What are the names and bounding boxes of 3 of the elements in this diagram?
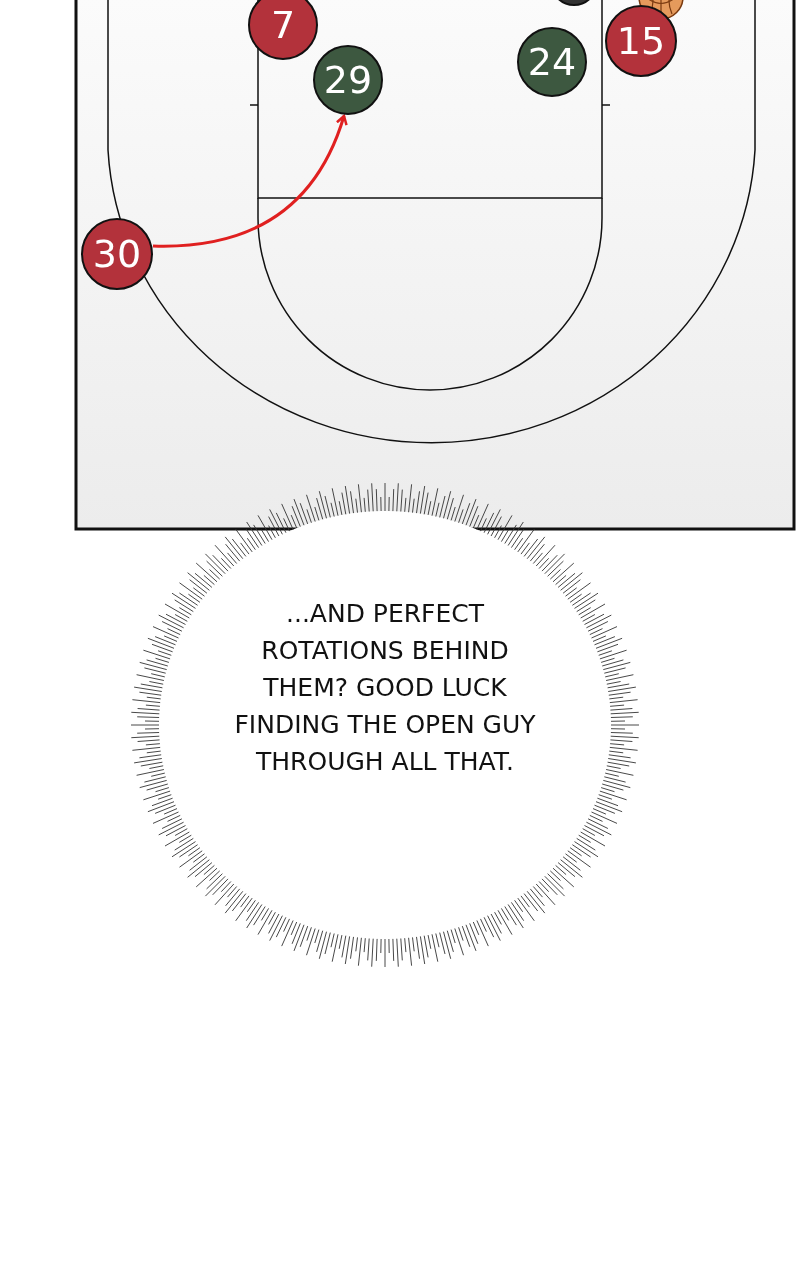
movement-arrow — [153, 114, 348, 248]
speech-text: ...AND PERFECT ROTATIONS BEHIND THEM? GOOD LUCK FINDING THE OPEN GUY THROUGH ALL THAT. — [233, 598, 537, 778]
speech-bubble — [130, 480, 640, 970]
